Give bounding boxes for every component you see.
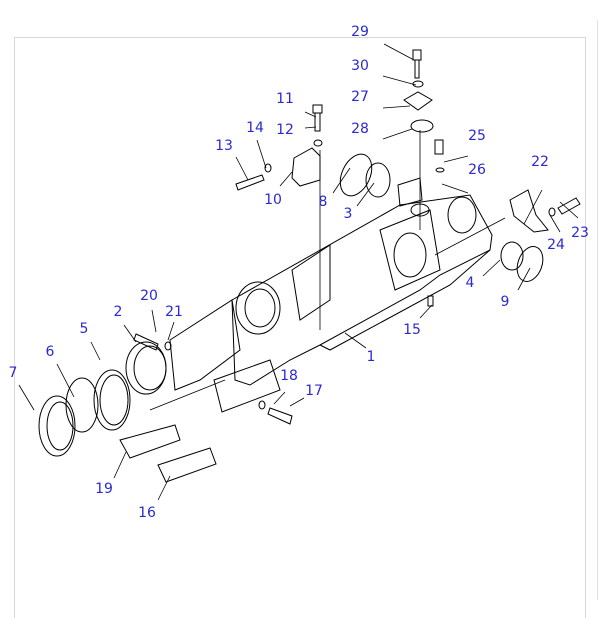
- callout-28[interactable]: 28: [351, 121, 369, 137]
- callout-25[interactable]: 25: [468, 128, 486, 144]
- callout-22[interactable]: 22: [531, 154, 549, 170]
- callout-23[interactable]: 23: [571, 225, 589, 241]
- leader-lines: [18, 43, 579, 501]
- fasteners: [38, 49, 581, 457]
- housing: [119, 177, 493, 483]
- scrollbar-edge: [597, 20, 598, 600]
- callout-13[interactable]: 13: [215, 138, 233, 154]
- callout-11[interactable]: 11: [276, 91, 294, 107]
- callout-20[interactable]: 20: [140, 288, 158, 304]
- callout-16[interactable]: 16: [138, 505, 156, 521]
- callout-1[interactable]: 1: [366, 349, 376, 365]
- callout-2[interactable]: 2: [113, 304, 123, 320]
- callout-5[interactable]: 5: [79, 321, 89, 337]
- callout-30[interactable]: 30: [351, 58, 369, 74]
- callout-12[interactable]: 12: [276, 122, 294, 138]
- callout-19[interactable]: 19: [95, 481, 113, 497]
- callout-21[interactable]: 21: [165, 304, 183, 320]
- callout-29[interactable]: 29: [351, 24, 369, 40]
- callout-3[interactable]: 3: [343, 206, 353, 222]
- diagram-frame: [14, 37, 586, 618]
- callout-18[interactable]: 18: [280, 368, 298, 384]
- callout-27[interactable]: 27: [351, 89, 369, 105]
- callout-8[interactable]: 8: [318, 194, 328, 210]
- callout-26[interactable]: 26: [468, 162, 486, 178]
- callout-24[interactable]: 24: [547, 237, 565, 253]
- callout-17[interactable]: 17: [305, 383, 323, 399]
- callout-7[interactable]: 7: [8, 365, 18, 381]
- parts-drawing: [18, 43, 581, 501]
- callout-6[interactable]: 6: [45, 344, 55, 360]
- callout-10[interactable]: 10: [264, 192, 282, 208]
- callout-15[interactable]: 15: [403, 322, 421, 338]
- callout-9[interactable]: 9: [500, 294, 510, 310]
- callout-4[interactable]: 4: [465, 275, 475, 291]
- callout-14[interactable]: 14: [246, 120, 264, 136]
